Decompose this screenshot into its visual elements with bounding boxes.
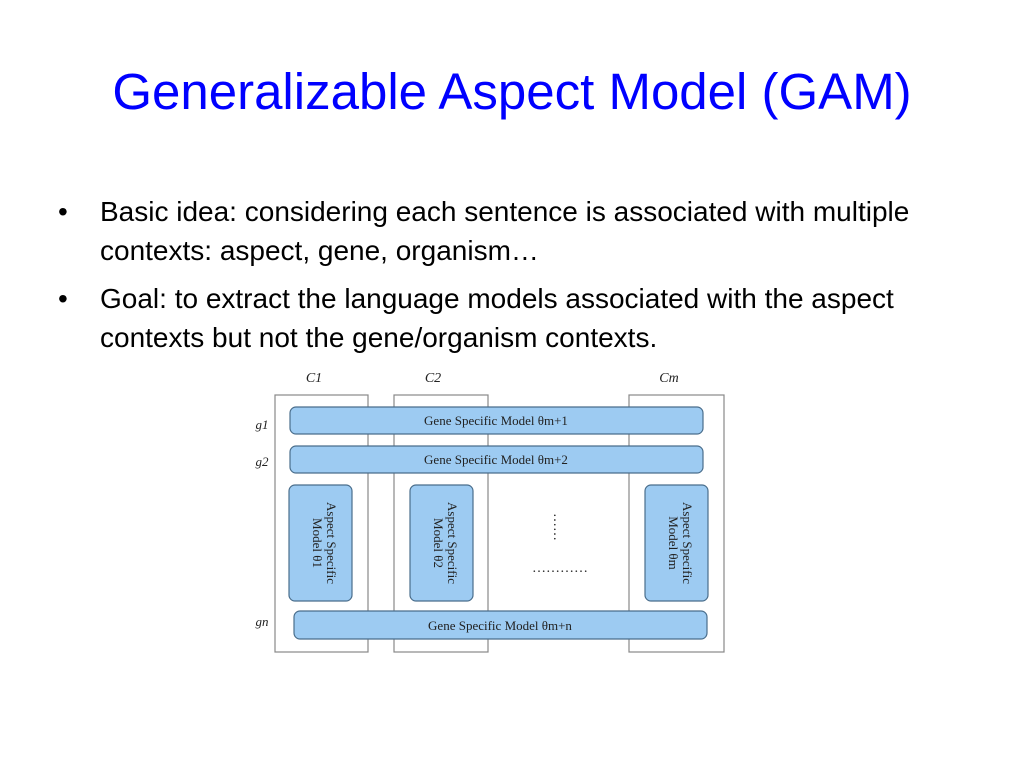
row-label-g1: g1 xyxy=(256,417,269,432)
row-label-gn: gn xyxy=(256,614,269,629)
aspect-model-m: Aspect Specific Model θm xyxy=(644,484,709,602)
bullet-marker: • xyxy=(58,283,68,314)
aspect-model-label-line1: Aspect Specific xyxy=(324,502,339,584)
gene-model-label: Gene Specific Model θm+1 xyxy=(424,413,568,428)
aspect-model-label-line1: Aspect Specific xyxy=(445,502,460,584)
column-label-cm: Cm xyxy=(659,371,678,386)
column-label-c2: C2 xyxy=(425,371,441,386)
bullet-list: • Basic idea: considering each sentence … xyxy=(58,192,988,366)
gam-diagram: C1 C2 Cm g1 g2 gn Gene Specific Model θm… xyxy=(256,371,725,653)
bullet-text: Goal: to extract the language models ass… xyxy=(100,283,894,353)
bullet-marker: • xyxy=(58,196,68,227)
aspect-model-label-line2: Model θm xyxy=(666,516,681,570)
column-label-c1: C1 xyxy=(306,371,322,386)
slide-title: Generalizable Aspect Model (GAM) xyxy=(112,63,912,120)
aspect-model-2: Aspect Specific Model θ2 xyxy=(409,484,474,602)
gene-model-1: Gene Specific Model θm+1 xyxy=(289,406,704,435)
gene-model-2: Gene Specific Model θm+2 xyxy=(289,445,704,474)
aspect-model-label-line2: Model θ1 xyxy=(310,518,325,568)
ellipsis-vertical: …… xyxy=(550,513,565,541)
aspect-model-label-line2: Model θ2 xyxy=(431,518,446,568)
gene-model-label: Gene Specific Model θm+n xyxy=(428,618,572,633)
gene-model-n: Gene Specific Model θm+n xyxy=(293,610,708,640)
bullet-text: Basic idea: considering each sentence is… xyxy=(100,196,910,266)
aspect-model-label-line1: Aspect Specific xyxy=(680,502,695,584)
aspect-model-1: Aspect Specific Model θ1 xyxy=(288,484,353,602)
bullet-item: • Goal: to extract the language models a… xyxy=(58,279,988,357)
row-label-g2: g2 xyxy=(256,454,270,469)
ellipsis-horizontal: ………… xyxy=(532,561,588,576)
gene-model-label: Gene Specific Model θm+2 xyxy=(424,452,568,467)
bullet-item: • Basic idea: considering each sentence … xyxy=(58,192,988,270)
